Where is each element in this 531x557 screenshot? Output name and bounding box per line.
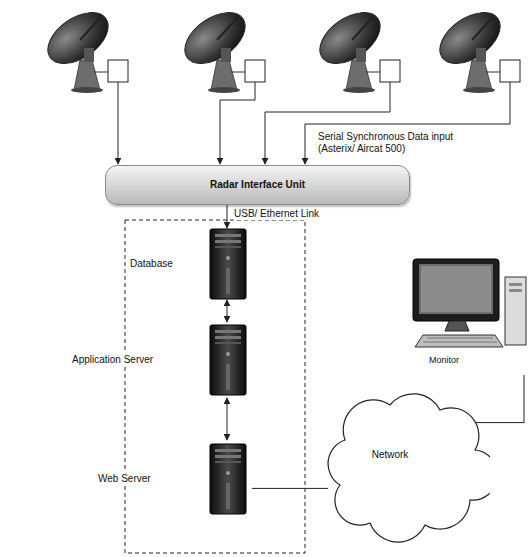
node-label: Monitor [405,355,459,365]
server-tower [202,324,252,396]
server-icon: Web Server [96,440,252,518]
node-label: Database [128,257,175,271]
computer-icon: Monitor [405,255,528,375]
server-tower [202,443,252,515]
interface-box [108,60,520,82]
server-group-outline [125,220,305,553]
interface-unit-box: Radar Interface Unit [105,165,410,205]
connector [472,375,524,423]
data-input-line [118,82,510,164]
connector [227,300,228,322]
signal-label: Serial Synchronous Data input (Asterix/ … [318,131,478,155]
server-icon: Application Server [70,322,252,398]
computer-drawing [405,255,528,355]
node-label: Network [372,449,409,461]
network-cloud: Network [310,365,490,545]
connector [252,488,328,489]
connector [227,398,228,440]
node-label: Radar Interface Unit [202,179,313,191]
server-tower [202,228,252,300]
connector [227,205,228,228]
node-label: Web Server [96,472,153,486]
server-icon: Database [128,228,252,300]
node-label: Application Server [70,353,155,367]
edge-label: USB/ Ethernet Link [233,208,320,220]
